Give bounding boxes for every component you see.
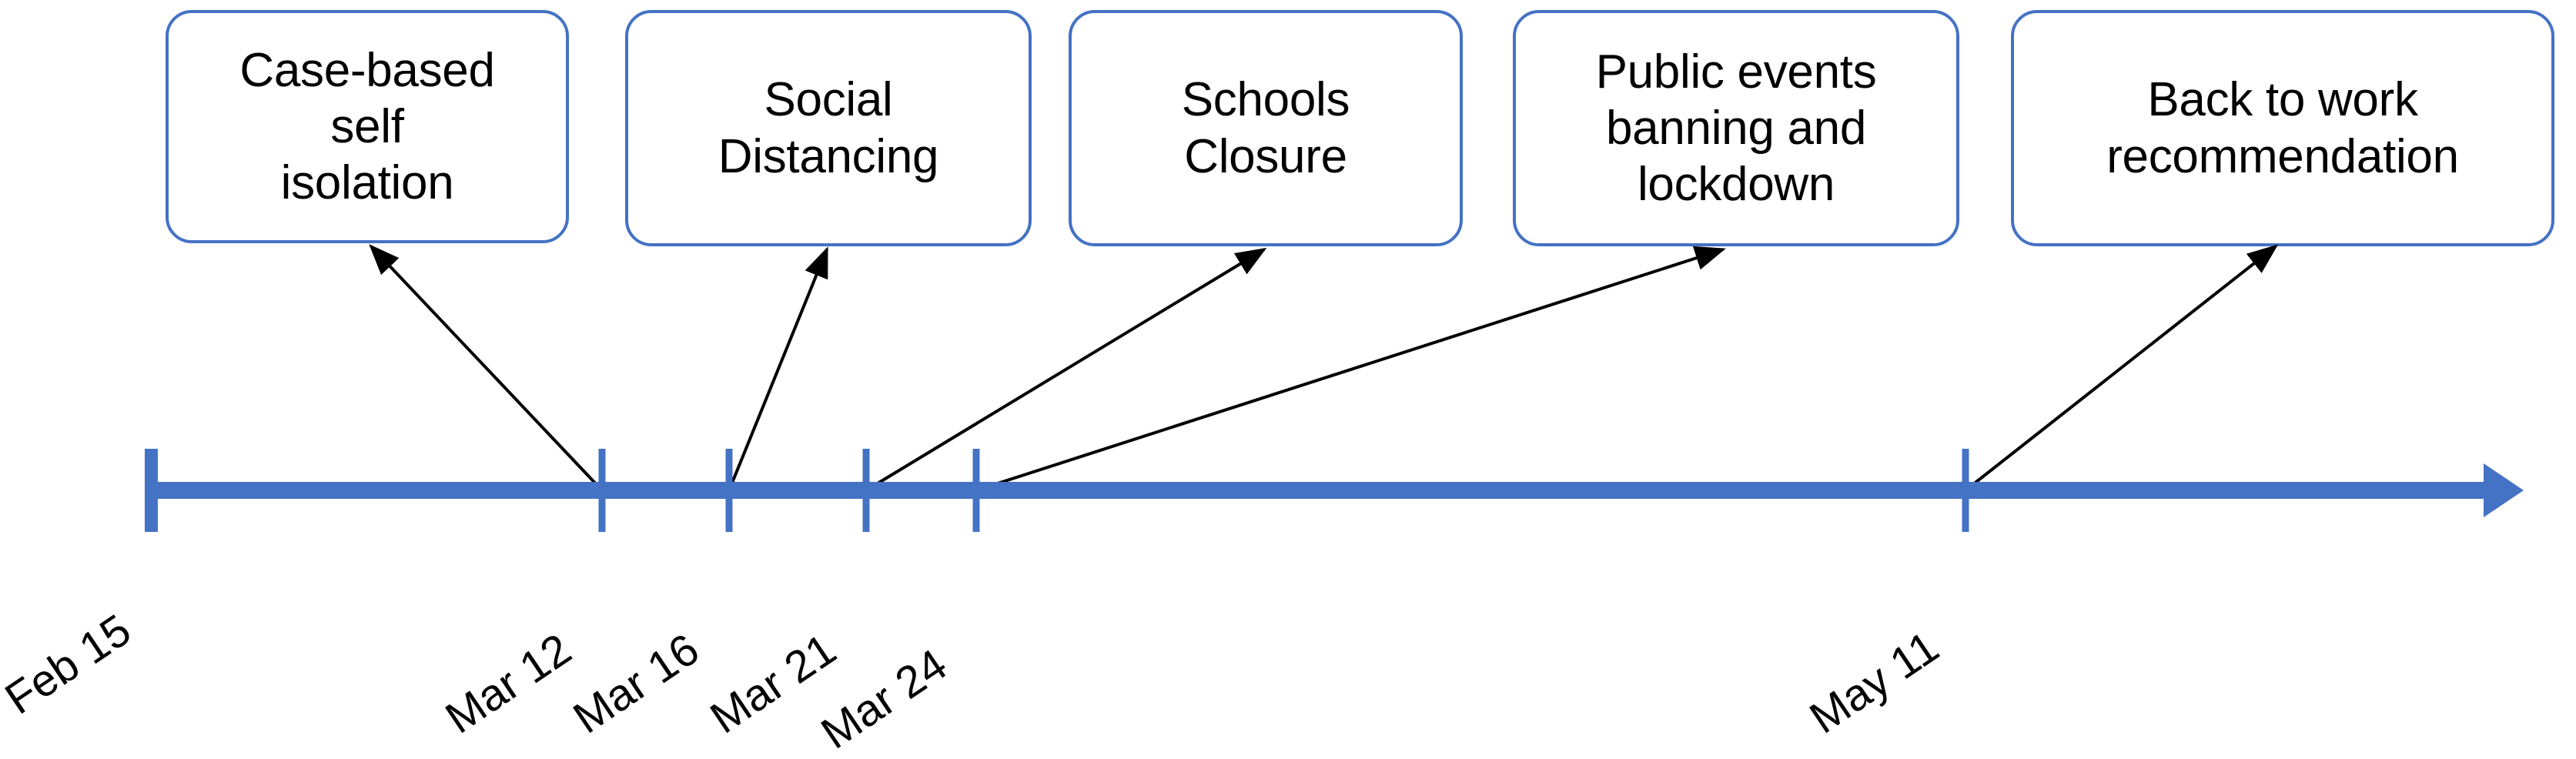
connector-arrow-group [369, 244, 2279, 492]
connector-arrow-schools-closure [865, 247, 1267, 492]
connector-arrow-back-to-work-recommendation [1964, 244, 2279, 492]
event-box-public-events-banning-and-lockdown[interactable]: Public events banning and lockdown [1513, 10, 1959, 246]
connector-arrow-public-events-banning-and-lockdown [975, 246, 1726, 492]
timeline-arrowhead-icon [2484, 463, 2524, 517]
event-box-schools-closure[interactable]: Schools Closure [1069, 10, 1463, 246]
tick-mark-group [598, 449, 1969, 532]
event-box-social-distancing[interactable]: Social Distancing [625, 10, 1032, 246]
event-box-case-based-self-isolation[interactable]: Case-based self isolation [166, 10, 569, 243]
axis-line-group [145, 449, 2524, 532]
connector-arrow-case-based-self-isolation [369, 244, 604, 492]
connector-arrow-social-distancing [728, 246, 828, 491]
event-box-back-to-work-recommendation[interactable]: Back to work recommendation [2011, 10, 2554, 246]
timeline-start-cap [145, 449, 158, 532]
timeline-axis-layer [145, 244, 2524, 532]
